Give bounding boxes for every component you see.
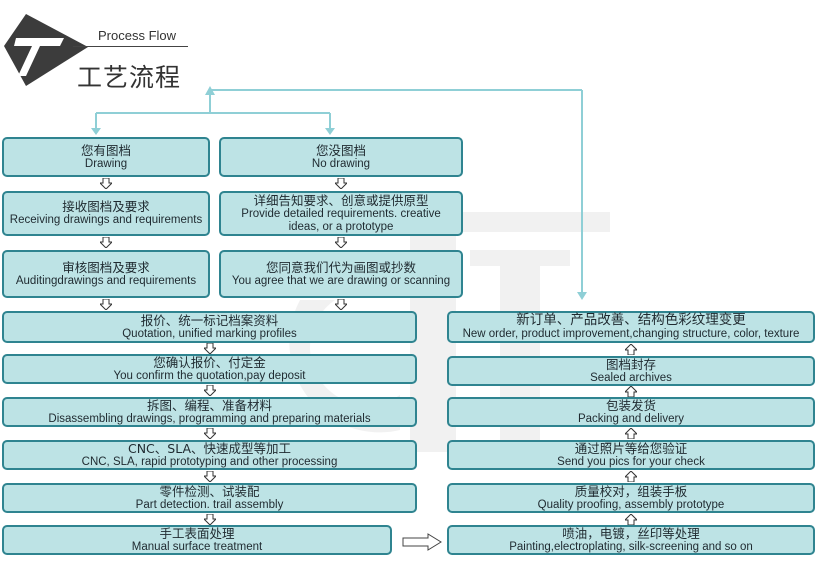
down-arrow-icon xyxy=(100,299,112,310)
box-auditing-en: Auditingdrawings and requirements xyxy=(15,274,197,287)
step-disassembling: 拆图、编程、准备材料 Disassembling drawings, progr… xyxy=(2,397,417,427)
rstep-quality: 质量校对，组装手板 Quality proofing, assembly pro… xyxy=(447,483,815,513)
box-receiving-cn: 接收图档及要求 xyxy=(62,199,150,215)
rstep-new-order-cn: 新订单、产品改善、结构色彩纹理变更 xyxy=(516,312,746,328)
step-confirm-en: You confirm the quotation,pay deposit xyxy=(113,369,306,382)
rstep-painting: 喷油，电镀，丝印等处理 Painting,electroplating, sil… xyxy=(447,525,815,555)
step-part-detection-cn: 零件检测、试装配 xyxy=(159,483,260,499)
box-drawing: 您有图档 Drawing xyxy=(2,137,210,177)
header-title-en: Process Flow xyxy=(98,28,177,43)
step-part-detection: 零件检测、试装配 Part detection. trail assembly xyxy=(2,483,417,513)
rstep-pics-cn: 通过照片等给您验证 xyxy=(574,440,688,456)
up-arrow-icon xyxy=(625,428,637,439)
box-auditing-cn: 审核图档及要求 xyxy=(62,259,150,275)
header-underline xyxy=(73,46,188,47)
rstep-sealed: 图档封存 Sealed archives xyxy=(447,356,815,386)
rstep-pics-en: Send you pics for your check xyxy=(557,455,705,468)
up-arrow-icon xyxy=(625,514,637,525)
step-manual-surface: 手工表面处理 Manual surface treatment xyxy=(2,525,392,555)
step-processing-en: CNC, SLA, rapid prototyping and other pr… xyxy=(81,455,338,468)
step-manual-surface-en: Manual surface treatment xyxy=(131,540,263,553)
down-arrow-icon xyxy=(335,237,347,248)
down-arrow-icon xyxy=(204,385,216,396)
box-receiving: 接收图档及要求 Receiving drawings and requireme… xyxy=(2,191,210,236)
rstep-packing-cn: 包装发货 xyxy=(605,397,656,413)
rstep-painting-cn: 喷油，电镀，丝印等处理 xyxy=(562,525,700,541)
step-confirm-cn: 您确认报价、付定金 xyxy=(153,354,266,370)
step-quotation-en: Quotation, unified marking profiles xyxy=(122,327,297,340)
rstep-sealed-cn: 图档封存 xyxy=(605,356,656,372)
up-arrow-icon xyxy=(625,344,637,355)
step-quotation-cn: 报价、统一标记档案资料 xyxy=(140,312,279,328)
down-arrow-icon xyxy=(204,471,216,482)
down-arrow-icon xyxy=(100,178,112,189)
up-arrow-icon xyxy=(625,386,637,397)
box-agree-en: You agree that we are drawing or scannin… xyxy=(231,274,451,287)
step-part-detection-en: Part detection. trail assembly xyxy=(135,498,284,511)
step-manual-surface-cn: 手工表面处理 xyxy=(159,525,235,541)
box-auditing: 审核图档及要求 Auditingdrawings and requirement… xyxy=(2,250,210,298)
box-drawing-en: Drawing xyxy=(84,157,128,170)
box-provide-en2: ideas, or a prototype xyxy=(288,220,394,233)
box-drawing-cn: 您有图档 xyxy=(80,142,131,158)
box-receiving-en: Receiving drawings and requirements xyxy=(9,214,203,227)
step-disassembling-cn: 拆图、编程、准备材料 xyxy=(146,397,272,413)
box-provide: 详细告知要求、创意或提供原型 Provide detailed requirem… xyxy=(219,191,463,236)
box-provide-en1: Provide detailed requirements. creative xyxy=(241,207,441,220)
down-arrow-icon xyxy=(204,514,216,525)
logo xyxy=(0,12,90,87)
box-no-drawing-cn: 您没图档 xyxy=(315,142,366,158)
step-confirm: 您确认报价、付定金 You confirm the quotation,pay … xyxy=(2,354,417,384)
rstep-quality-en: Quality proofing, assembly prototype xyxy=(537,498,725,511)
header-title-cn: 工艺流程 xyxy=(77,63,182,92)
rstep-painting-en: Painting,electroplating, silk-screening … xyxy=(509,540,753,553)
step-processing-cn: CNC、SLA、快速成型等加工 xyxy=(127,440,292,456)
step-disassembling-en: Disassembling drawings, programming and … xyxy=(48,412,371,425)
rstep-new-order-en: New order, product improvement,changing … xyxy=(462,328,800,341)
rstep-new-order: 新订单、产品改善、结构色彩纹理变更 New order, product imp… xyxy=(447,311,815,343)
down-arrow-icon xyxy=(204,428,216,439)
rstep-packing-en: Packing and delivery xyxy=(577,412,685,425)
step-processing: CNC、SLA、快速成型等加工 CNC, SLA, rapid prototyp… xyxy=(2,440,417,470)
rstep-pics: 通过照片等给您验证 Send you pics for your check xyxy=(447,440,815,470)
rstep-sealed-en: Sealed archives xyxy=(590,371,672,384)
rstep-quality-cn: 质量校对，组装手板 xyxy=(574,483,688,499)
rstep-packing: 包装发货 Packing and delivery xyxy=(447,397,815,427)
box-no-drawing-en: No drawing xyxy=(311,157,371,170)
down-arrow-icon xyxy=(100,237,112,248)
box-provide-cn: 详细告知要求、创意或提供原型 xyxy=(253,192,429,208)
box-agree: 您同意我们代为画图或抄数 You agree that we are drawi… xyxy=(219,250,463,298)
box-agree-cn: 您同意我们代为画图或抄数 xyxy=(265,259,416,275)
down-arrow-icon xyxy=(335,178,347,189)
up-arrow-icon xyxy=(625,471,637,482)
down-arrow-icon xyxy=(335,299,347,310)
step-quotation: 报价、统一标记档案资料 Quotation, unified marking p… xyxy=(2,311,417,343)
down-arrow-icon xyxy=(204,343,216,354)
box-no-drawing: 您没图档 No drawing xyxy=(219,137,463,177)
